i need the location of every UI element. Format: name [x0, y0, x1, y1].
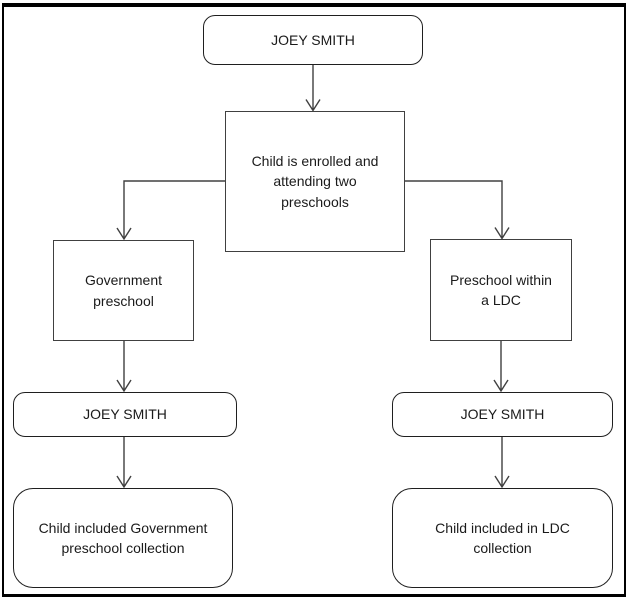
- node-ldc-collection: Child included in LDC collection: [392, 488, 613, 588]
- node-joey-smith-right-label: JOEY SMITH: [460, 406, 545, 423]
- node-joey-smith-top-label: JOEY SMITH: [271, 31, 355, 48]
- edge-joeyleft-to-govcollection-arrow: [116, 437, 132, 489]
- edge-enrolled-to-ldc-arrow: [405, 180, 510, 240]
- edge-joeyright-to-ldccollection-arrow: [494, 437, 510, 489]
- node-joey-smith-left-label: JOEY SMITH: [83, 406, 167, 423]
- node-joey-smith-top: JOEY SMITH: [203, 15, 423, 65]
- node-preschool-within-ldc: Preschool within a LDC: [430, 239, 572, 341]
- edge-ldc-to-joeyright-arrow: [493, 341, 509, 393]
- node-joey-smith-right: JOEY SMITH: [392, 392, 613, 437]
- node-child-enrolled-two-preschools-label: Child is enrolled and attending two pres…: [251, 153, 379, 210]
- edge-enrolled-to-gov-arrow: [116, 180, 225, 241]
- edge-topjoey-to-enrolled-arrow: [305, 65, 321, 112]
- node-government-preschool: Government preschool: [53, 240, 194, 341]
- node-government-preschool-label: Government preschool: [84, 272, 163, 309]
- edge-gov-to-joeyleft-arrow: [116, 341, 132, 393]
- node-government-preschool-collection-label: Child included Government preschool coll…: [38, 519, 208, 556]
- node-ldc-collection-label: Child included in LDC collection: [435, 519, 570, 556]
- node-child-enrolled-two-preschools: Child is enrolled and attending two pres…: [225, 111, 405, 252]
- node-preschool-within-ldc-label: Preschool within a LDC: [450, 271, 552, 308]
- node-government-preschool-collection: Child included Government preschool coll…: [13, 488, 233, 588]
- node-joey-smith-left: JOEY SMITH: [13, 392, 237, 437]
